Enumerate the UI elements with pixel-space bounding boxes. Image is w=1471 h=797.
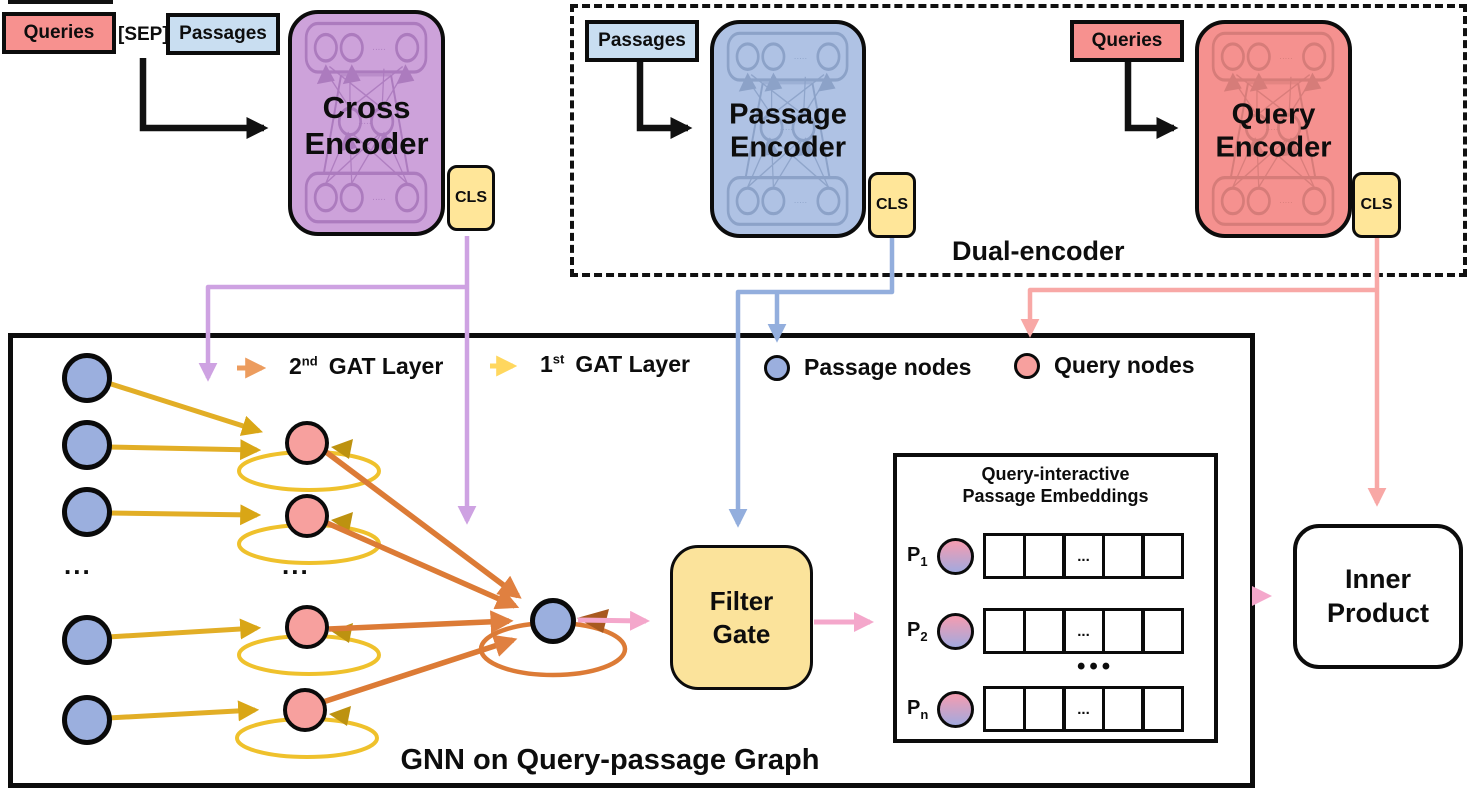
p1-vector-cells: ... (983, 533, 1184, 579)
cls-label: CLS (455, 189, 487, 206)
p1-gradient-node-icon (937, 537, 974, 575)
passage-node-legend-icon (764, 355, 790, 381)
query-column-ellipsis: ... (282, 550, 310, 580)
passage-node (62, 695, 112, 745)
gat2-edges (322, 449, 522, 705)
query-encoder-box: Query Encoder (1195, 20, 1352, 238)
gnn-graph-label: GNN on Query-passage Graph (400, 744, 820, 776)
gate-arrows (577, 610, 874, 632)
gnn-graph-box (8, 333, 1255, 788)
passage-embeddings-box: Query-interactive Passage Embeddings P1 … (893, 453, 1218, 743)
sep-token-label: [SEP] (118, 24, 169, 45)
gat1-self-loop-arrowheads (329, 439, 353, 726)
p2-gradient-node-icon (937, 612, 974, 650)
embedding-row-p1: P1 ... (907, 533, 1184, 579)
queries-label: Queries (23, 22, 95, 43)
passage-column-ellipsis: ... (64, 550, 92, 580)
central-passage-node (530, 598, 576, 644)
cls-label: CLS (1360, 196, 1393, 213)
passages-input-box: Passages (166, 13, 280, 55)
cls-label: CLS (876, 196, 908, 213)
query-node-legend-icon (1014, 353, 1040, 379)
legend-query-nodes: Query nodes (1054, 352, 1195, 378)
embedding-row-pn: Pn ... (907, 686, 1184, 732)
query-node (285, 421, 329, 465)
pn-vector-cells: ... (983, 686, 1184, 732)
query-node (285, 605, 329, 649)
queries-input-box: Queries (2, 12, 116, 54)
embedding-rows-ellipsis: ••• (1077, 653, 1115, 680)
passage-cls-lines (728, 238, 895, 528)
query-cls-lines (1020, 238, 1387, 507)
dual-encoder-box (570, 4, 1467, 277)
passage-encoder-box: Passage Encoder (710, 20, 866, 238)
passages-label: Passages (179, 23, 267, 44)
passage-cls-box: CLS (868, 172, 916, 238)
dual-encoder-label: Dual-encoder (952, 236, 1125, 266)
pn-gradient-node-icon (937, 690, 974, 728)
p2-label: P2 (907, 618, 928, 644)
legend-passage-nodes: Passage nodes (804, 354, 972, 380)
embedding-row-p2: P2 ... (907, 608, 1184, 654)
filter-gate-box: Filter Gate (670, 545, 813, 690)
passage-node (62, 615, 112, 665)
query-node (285, 494, 329, 538)
inner-product-box: Inner Product (1293, 524, 1463, 669)
query-node (283, 688, 327, 732)
legend-arrows (237, 355, 518, 379)
gat1-edges (107, 380, 264, 722)
embeddings-title: Query-interactive Passage Embeddings (962, 464, 1149, 506)
cropped-top-line (8, 0, 113, 4)
cross-encoder-label: Cross Encoder (304, 90, 429, 161)
query-cls-box: CLS (1352, 172, 1401, 238)
query-encoder-label: Query Encoder (1215, 98, 1332, 164)
p2-vector-cells: ... (983, 608, 1184, 654)
black-input-arrows (139, 58, 1179, 140)
cross-encoder-box: Cross Encoder (288, 10, 445, 236)
passage-node (62, 420, 112, 470)
dual-queries-input-box: Queries (1070, 20, 1184, 62)
queries-label: Queries (1091, 30, 1163, 51)
passage-node (62, 353, 112, 403)
pn-label: Pn (907, 696, 929, 722)
cross-cls-lines (198, 236, 477, 525)
p1-label: P1 (907, 543, 928, 569)
cross-cls-box: CLS (447, 165, 495, 231)
passage-encoder-label: Passage Encoder (729, 98, 847, 164)
passage-node (62, 487, 112, 537)
passages-label: Passages (598, 30, 686, 51)
dual-passages-input-box: Passages (585, 20, 699, 62)
